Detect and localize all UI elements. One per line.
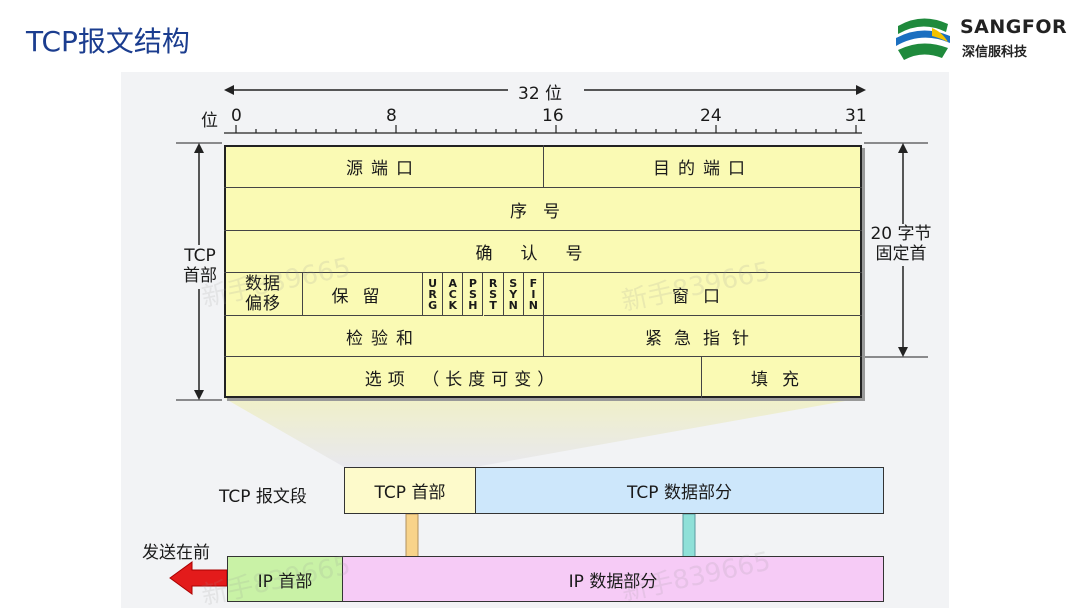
send-first-label: 发送在前 bbox=[142, 543, 210, 563]
dest-port-field: 目的端口 bbox=[544, 145, 862, 188]
tick-label-31: 31 bbox=[845, 106, 867, 126]
tick-label-8: 8 bbox=[386, 106, 397, 126]
logo-subtitle: 深信服科技 bbox=[962, 45, 1028, 60]
data-offset-line1: 数据 bbox=[245, 274, 281, 294]
tick-label-24: 24 bbox=[700, 106, 722, 126]
logo-globe-icon bbox=[895, 11, 950, 65]
ip-header-box: IP 首部 bbox=[227, 556, 343, 602]
reserved-field: 保留 bbox=[303, 273, 423, 316]
tick-label-0: 0 bbox=[231, 106, 242, 126]
fixed-label-line2: 固定首 bbox=[875, 244, 927, 264]
bit-label: 位 bbox=[201, 111, 218, 131]
tick-label-16: 16 bbox=[542, 106, 564, 126]
urgent-pointer-field: 紧急指针 bbox=[544, 316, 862, 357]
ip-data-box: IP 数据部分 bbox=[342, 556, 884, 602]
options-field: 选项 （长度可变） bbox=[224, 357, 702, 398]
ack-number-field: 确认号 bbox=[224, 231, 862, 273]
padding-field: 填充 bbox=[751, 370, 813, 390]
data-offset-field: 数据 偏移 bbox=[224, 273, 303, 316]
fixed-label-line1: 20 字节 bbox=[870, 224, 932, 244]
tcp-header-side-label: TCP 首部 bbox=[178, 246, 222, 286]
zoom-funnel bbox=[224, 398, 862, 467]
slide-title: TCP报文结构 bbox=[26, 25, 190, 58]
data-offset-line2: 偏移 bbox=[245, 294, 281, 314]
tcp-data-box: TCP 数据部分 bbox=[475, 467, 884, 514]
logo-name: SANGFOR bbox=[960, 16, 1068, 38]
window-field: 窗口 bbox=[544, 273, 862, 316]
ruler-ticks bbox=[235, 125, 857, 133]
tcp-header-label-line1: TCP bbox=[184, 246, 216, 266]
tcp-header-label-line2: 首部 bbox=[183, 266, 217, 286]
tcp-segment-label: TCP 报文段 bbox=[219, 487, 307, 507]
checksum-field: 检验和 bbox=[224, 316, 544, 357]
fixed-header-side-label: 20 字节 固定首 bbox=[868, 224, 934, 264]
source-port-field: 源端口 bbox=[224, 145, 544, 188]
sangfor-logo: SANGFOR 深信服科技 bbox=[892, 8, 1072, 68]
width-label: 32 位 bbox=[518, 84, 563, 104]
send-first-arrow bbox=[169, 561, 228, 595]
sequence-number-field: 序号 bbox=[224, 188, 862, 231]
tcp-header-box: TCP 首部 bbox=[344, 467, 476, 514]
